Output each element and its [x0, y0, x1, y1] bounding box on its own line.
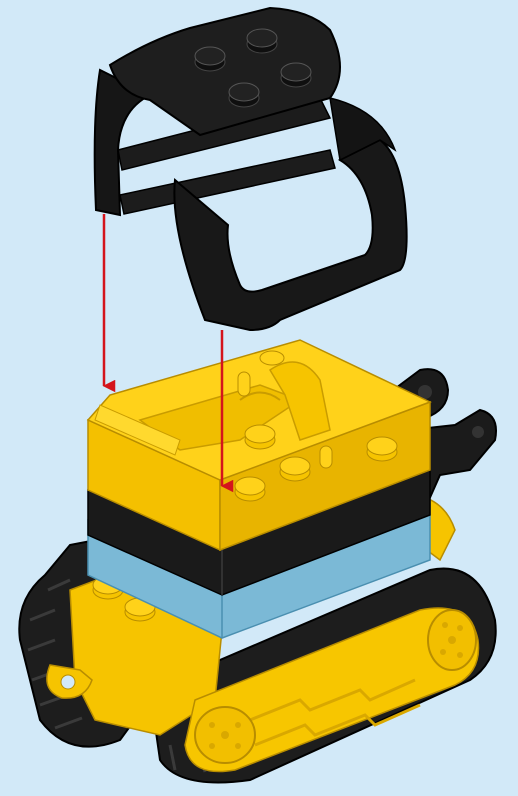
- rear-wheel: [428, 610, 476, 670]
- front-wheel: [195, 707, 255, 763]
- roof-frame: [95, 8, 407, 330]
